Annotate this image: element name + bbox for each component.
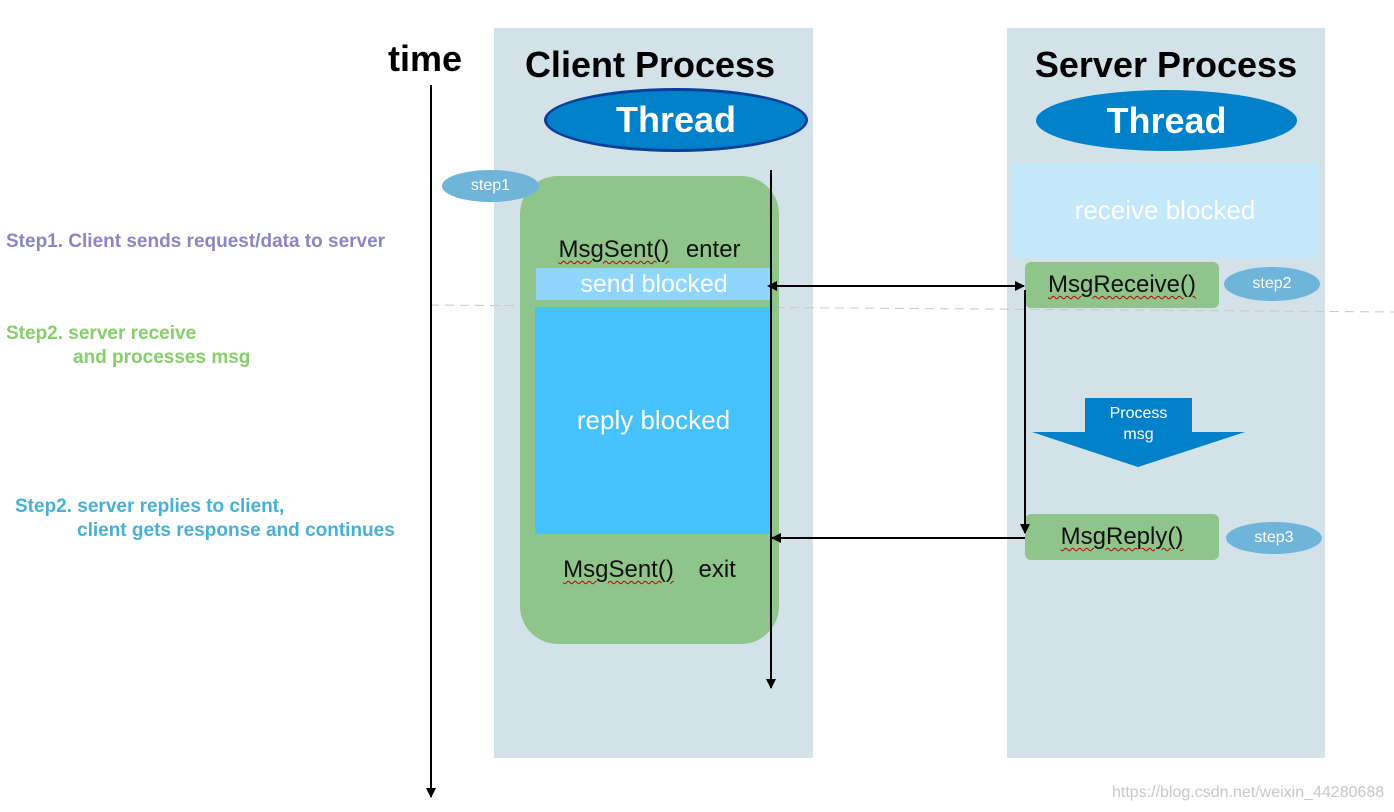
step2b-line2: client gets response and continues bbox=[77, 520, 395, 541]
server-thread-ellipse: Thread bbox=[1036, 90, 1297, 151]
send-blocked-label: send blocked bbox=[580, 269, 728, 298]
time-label: time bbox=[388, 38, 463, 79]
msgsent-enter-label: MsgSent() enter bbox=[520, 236, 779, 264]
watermark: https://blog.csdn.net/weixin_44280688 bbox=[1112, 784, 1385, 801]
msgsent-enter-fn: MsgSent() bbox=[558, 236, 670, 263]
msgsent-enter-word: enter bbox=[685, 236, 741, 263]
client-thread-ellipse: Thread bbox=[544, 88, 808, 152]
step1-badge: step1 bbox=[442, 170, 539, 202]
process-msg-line2: msg bbox=[1123, 426, 1154, 443]
msgreply-label: MsgReply() bbox=[1060, 523, 1184, 550]
client-thread-label: Thread bbox=[615, 99, 737, 140]
msgsent-exit-word: exit bbox=[698, 556, 736, 583]
msgsent-exit-label: MsgSent() exit bbox=[520, 556, 779, 584]
msgsent-exit-fn: MsgSent() bbox=[563, 556, 674, 583]
step2a-line1: Step2. server receive bbox=[6, 323, 197, 344]
msgreceive-label: MsgReceive() bbox=[1047, 271, 1197, 298]
server-process-title: Server Process bbox=[1034, 44, 1298, 85]
step2a-line2: and processes msg bbox=[73, 347, 251, 368]
client-process-title: Client Process bbox=[524, 44, 776, 85]
process-msg-line1: Process bbox=[1109, 405, 1168, 422]
msgreceive-box: MsgReceive() bbox=[1025, 262, 1219, 308]
step1-description: Step1. Client sends request/data to serv… bbox=[6, 231, 386, 252]
msgreply-box: MsgReply() bbox=[1025, 514, 1219, 560]
step2-badge: step2 bbox=[1224, 267, 1320, 301]
process-msg-label: Process msg bbox=[1085, 403, 1192, 445]
process-msg-arrow bbox=[1032, 398, 1245, 467]
step3-badge: step3 bbox=[1226, 522, 1322, 554]
receive-blocked-box: receive blocked bbox=[1012, 163, 1318, 258]
send-blocked-box: send blocked bbox=[536, 268, 772, 300]
send-arrow-tail-head bbox=[767, 281, 777, 291]
step2b-line1: Step2. server replies to client, bbox=[15, 496, 285, 517]
server-thread-label: Thread bbox=[1106, 99, 1227, 141]
receive-blocked-label: receive blocked bbox=[1074, 195, 1256, 225]
reply-blocked-box: reply blocked bbox=[535, 307, 772, 534]
reply-blocked-label: reply blocked bbox=[576, 405, 731, 435]
step2a-description: Step2. server receive and processes msg bbox=[6, 322, 250, 370]
step2b-description: Step2. server replies to client, client … bbox=[15, 495, 395, 543]
